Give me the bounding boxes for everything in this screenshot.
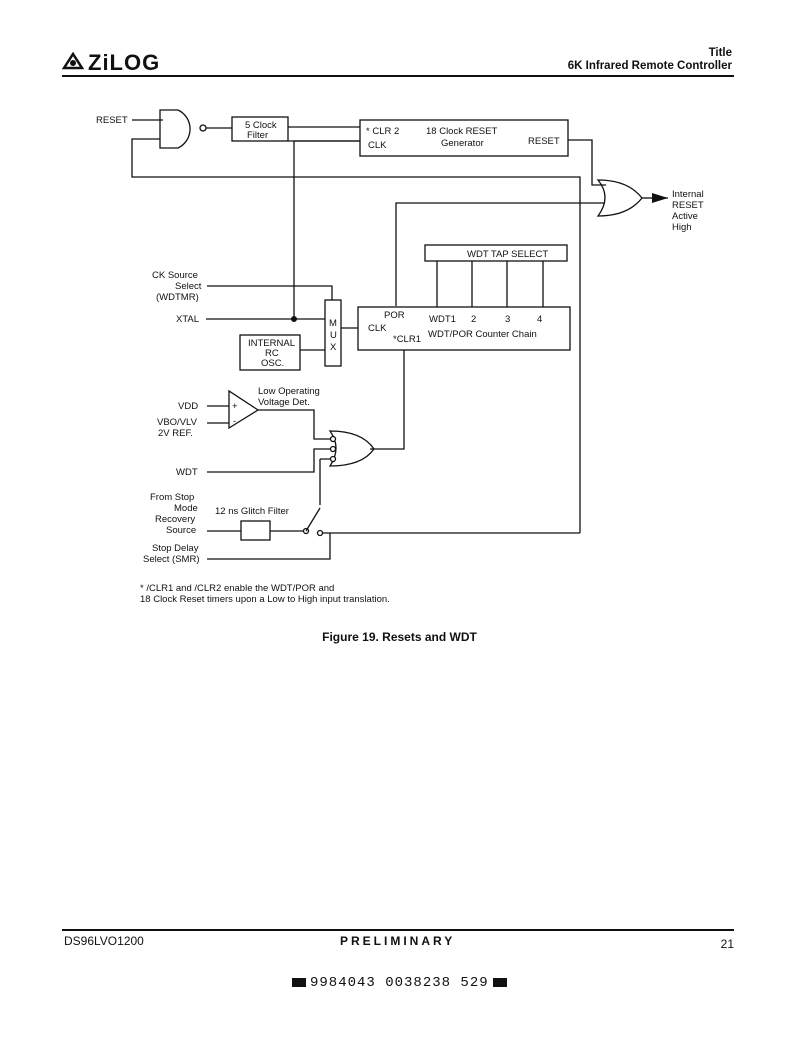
preliminary-label: PRELIMINARY — [340, 934, 456, 948]
stop-delay-line1: Stop Delay — [152, 543, 199, 554]
mux-x: X — [330, 342, 337, 353]
xtal-label: XTAL — [176, 314, 199, 325]
header-title-line2: 6K Infrared Remote Controller — [567, 60, 732, 72]
glitch-filter-label: 12 ns Glitch Filter — [215, 506, 289, 517]
low-voltage-line1: Low Operating — [258, 386, 320, 397]
from-stop-line1: From Stop — [150, 492, 194, 503]
gen-title-line1: 18 Clock RESET — [426, 126, 497, 137]
zilog-logo-icon — [62, 52, 84, 70]
footnote: * /CLR1 and /CLR2 enable the WDT/POR and… — [140, 583, 390, 605]
internal-reset-line2: RESET — [672, 200, 704, 211]
internal-reset-line3: Active — [672, 211, 698, 222]
clock-filter-line2: Filter — [247, 130, 268, 141]
header-rule — [62, 75, 734, 77]
logo-text: ZiLOG — [88, 50, 161, 75]
barcode-block-right — [492, 977, 507, 987]
internal-osc-line2: RC — [265, 348, 279, 359]
vbo-line1: VBO/VLV — [157, 417, 198, 428]
footnote-line2: 18 Clock Reset timers upon a Low to High… — [140, 594, 390, 605]
por-label: POR — [384, 310, 405, 321]
low-voltage-line2: Voltage Det. — [258, 397, 310, 408]
tap3-label: 3 — [505, 314, 510, 325]
footer-rule — [62, 929, 734, 931]
ck-source-line2: Select — [175, 281, 202, 292]
figure-caption: Figure 19. Resets and WDT — [322, 630, 477, 644]
doc-id: DS96LVO1200 — [64, 934, 144, 948]
ck-source-line3: (WDTMR) — [156, 292, 199, 303]
counter-chain-label: WDT/POR Counter Chain — [428, 329, 537, 340]
vdd-label: VDD — [178, 401, 198, 412]
from-stop-line2: Mode — [174, 503, 198, 514]
gen-reset-label: RESET — [528, 136, 560, 147]
from-stop-line4: Source — [166, 525, 196, 536]
comparator-plus: + — [232, 401, 238, 412]
tap2-label: 2 — [471, 314, 476, 325]
gen-clk-label: CLK — [368, 140, 387, 151]
tap4-label: 4 — [537, 314, 542, 325]
wdt-tap-select-label: WDT TAP SELECT — [467, 249, 548, 260]
footnote-line1: * /CLR1 and /CLR2 enable the WDT/POR and — [140, 583, 335, 594]
reset-label: RESET — [96, 115, 128, 126]
mux-u: U — [330, 330, 337, 341]
internal-reset-line1: Internal — [672, 189, 704, 200]
wdt-label: WDT — [176, 467, 198, 478]
ck-source-line1: CK Source — [152, 270, 198, 281]
wdt1-label: WDT1 — [429, 314, 456, 325]
from-stop-line3: Recovery — [155, 514, 195, 525]
comparator-minus: - — [233, 416, 236, 427]
clr2-label: * CLR 2 — [366, 126, 399, 137]
clock-filter-line1: 5 Clock — [245, 120, 277, 131]
barcode-text: 9984043 0038238 529 — [310, 975, 489, 991]
vbo-line2: 2V REF. — [158, 428, 193, 439]
barcode-block-left — [292, 977, 306, 987]
gen-title-line2: Generator — [441, 138, 484, 149]
clr1-label: *CLR1 — [393, 334, 421, 345]
stop-delay-line2: Select (SMR) — [143, 554, 199, 565]
mux-m: M — [329, 318, 337, 329]
header-title-line1: Title — [708, 47, 732, 59]
chain-clk-label: CLK — [368, 323, 387, 334]
internal-osc-line3: OSC. — [261, 358, 284, 369]
internal-osc-line1: INTERNAL — [248, 338, 295, 349]
page-number: 21 — [720, 937, 734, 951]
internal-reset-line4: High — [672, 222, 692, 233]
header-title: Title 6K Infrared Remote Controller — [568, 47, 732, 73]
barcode-line: 9984043 0038238 529 — [288, 975, 511, 991]
